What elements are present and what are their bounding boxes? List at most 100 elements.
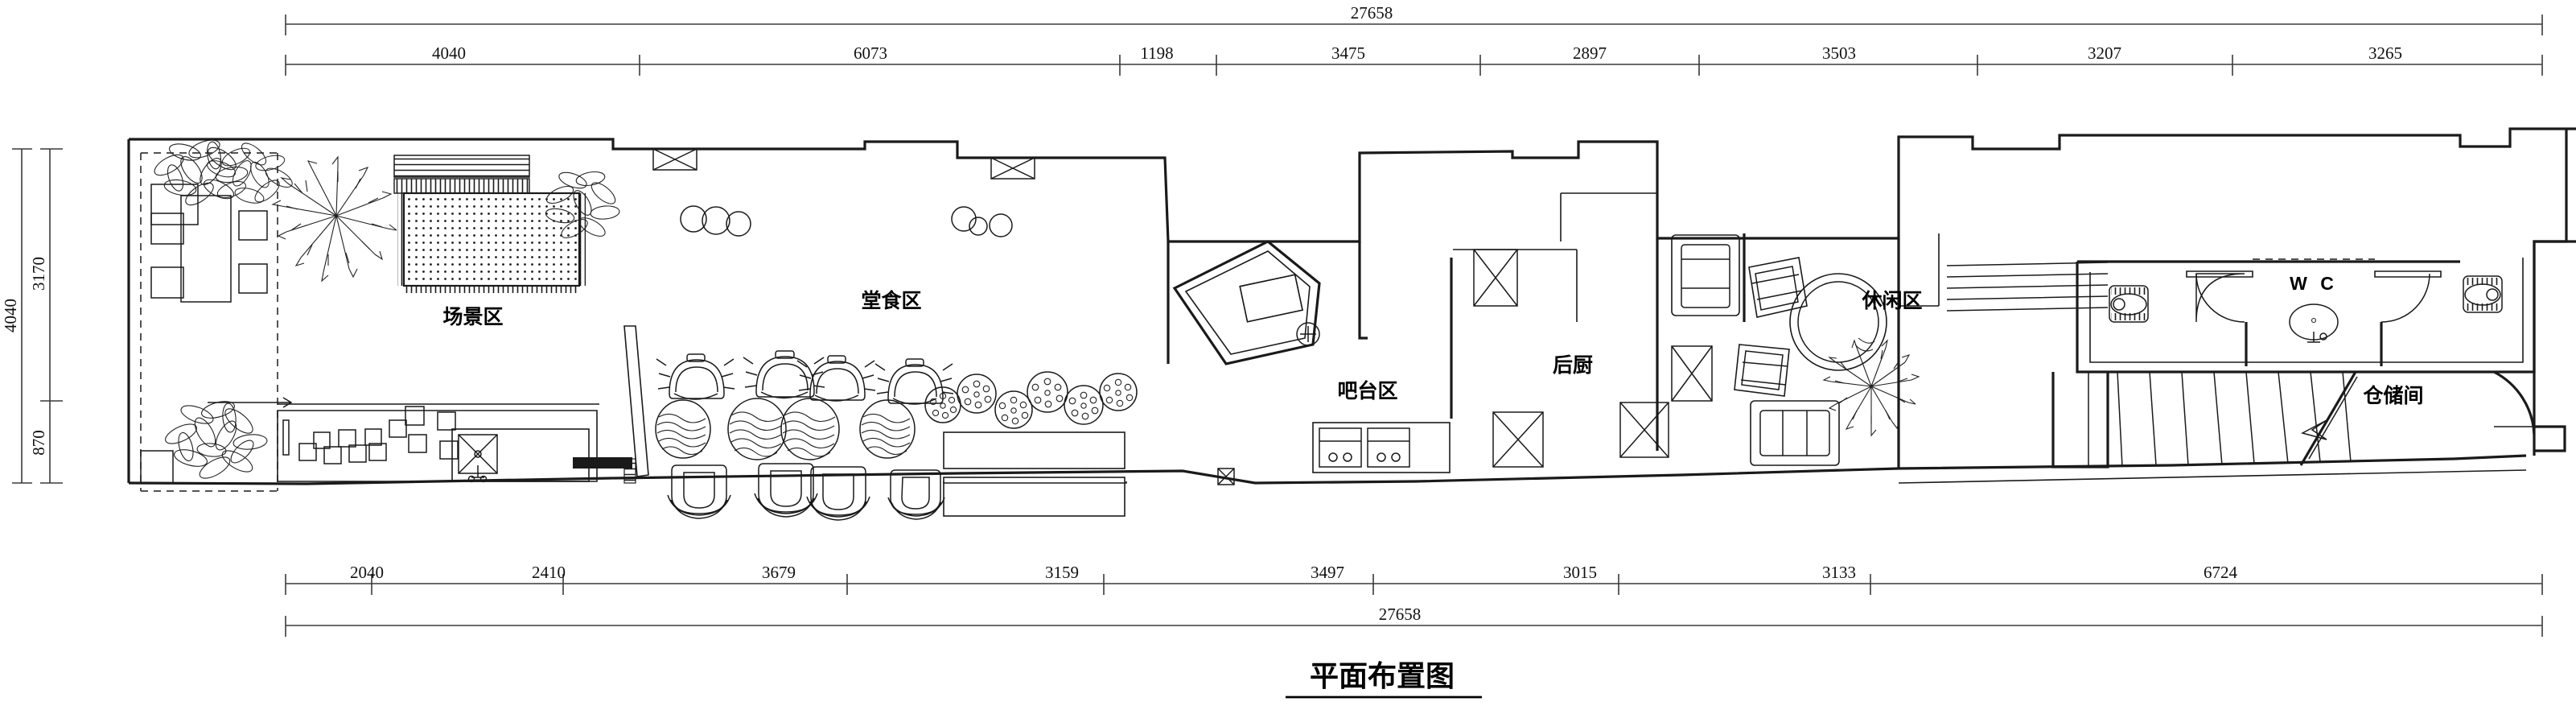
- bar-back-counter: [1312, 422, 1451, 473]
- chair-icon: [887, 469, 945, 520]
- window-icon: [990, 157, 1035, 180]
- palm-plant-icon: [271, 155, 397, 283]
- stairs-group: [2051, 371, 2358, 469]
- dimension-bottom-overall: 27658: [285, 605, 2543, 637]
- banquette-seating: [943, 431, 1127, 517]
- decor-circles-group: [680, 205, 1013, 237]
- dining-partition: [623, 325, 649, 484]
- dim-bottom-seg-3: 3679: [762, 563, 796, 582]
- patio-furniture-group: [140, 184, 268, 484]
- dining-table: [727, 398, 787, 460]
- dining-chairs-lower: [667, 463, 945, 521]
- room-label-scene: 场景区: [442, 306, 503, 328]
- bar-register-icon: [1239, 274, 1303, 323]
- chair-icon: [656, 353, 735, 400]
- door-swing-bar: [1217, 468, 1235, 485]
- scene-counter: [208, 397, 599, 482]
- armchair-icon: [1734, 344, 1790, 397]
- shrub-icon-top-left: [154, 139, 293, 206]
- lounge-group: [1671, 234, 1920, 466]
- shrub-icon-scene: [545, 171, 620, 238]
- storage-room: [2493, 370, 2536, 435]
- tile-decor-squares: [298, 406, 459, 464]
- dining-chairs-upper: [656, 350, 954, 405]
- window-icon: [652, 148, 697, 171]
- dim-top-seg-2: 6073: [854, 43, 887, 63]
- sofa-icon: [1671, 234, 1740, 316]
- rug-icon: [397, 192, 586, 293]
- dim-top-seg-1: 4040: [432, 43, 466, 63]
- corridor-band: [1946, 262, 2109, 312]
- armchair-icon: [1748, 257, 1808, 318]
- sanitary-fixture-left: [2109, 285, 2149, 323]
- lower-band-line: [1898, 469, 2527, 484]
- chair-icon: [874, 358, 954, 405]
- window-icon: [1671, 345, 1713, 402]
- window-icon: [1619, 402, 1669, 458]
- dim-bottom-overall-text: 27658: [1379, 605, 1422, 624]
- stool-icon: [994, 390, 1033, 429]
- dim-left-seg-1: 3170: [29, 257, 48, 291]
- room-label-storage: 仓储间: [2362, 384, 2423, 407]
- room-label-kitchen: 后厨: [1553, 354, 1593, 377]
- dim-bottom-seg-7: 3133: [1822, 563, 1856, 582]
- dim-top-seg-8: 3265: [2368, 43, 2402, 63]
- dim-left-seg-2: 870: [29, 430, 48, 456]
- right-edge-stub: [2566, 127, 2576, 243]
- dining-table: [655, 399, 711, 459]
- dim-top-seg-6: 3503: [1822, 43, 1856, 63]
- dim-bottom-seg-1: 2040: [350, 563, 384, 582]
- drawing-title-block: 平面布置图: [1286, 659, 1482, 699]
- sanitary-fixture-right: [2463, 275, 2503, 313]
- dim-bottom-seg-8: 6724: [2204, 563, 2238, 582]
- right-wall-notch: [2534, 425, 2566, 452]
- dining-table: [780, 398, 840, 460]
- dim-bottom-seg-6: 3015: [1563, 563, 1597, 582]
- dim-bottom-seg-4: 3159: [1045, 563, 1079, 582]
- dim-top-overall-text: 27658: [1351, 3, 1393, 23]
- bar-counter-group: [1172, 240, 1321, 365]
- planting-strip-feature: [393, 155, 530, 194]
- dim-bottom-seg-5: 3497: [1311, 563, 1344, 582]
- shrub-icon-bottom-left: [165, 401, 268, 479]
- dimension-left-overall: 4040: [1, 148, 32, 484]
- stool-icon: [1099, 373, 1138, 411]
- dim-top-seg-7: 3207: [2088, 43, 2121, 63]
- dimension-top-chain: 4040 6073 1198 3475 2897 3503 3207 3265: [285, 43, 2543, 76]
- sofa-icon: [1750, 400, 1840, 466]
- drawing-title: 平面布置图: [1310, 659, 1455, 692]
- scene-appliance-unit: [451, 428, 590, 483]
- dining-table: [859, 399, 916, 459]
- room-label-dining: 堂食区: [861, 289, 921, 312]
- window-icon: [1492, 411, 1544, 468]
- chair-icon: [667, 464, 731, 519]
- lounge-partitions: [1743, 233, 1940, 469]
- stool-icon: [957, 374, 997, 414]
- dimension-left-chain: 3170 870: [29, 148, 63, 484]
- chair-icon: [754, 463, 818, 518]
- room-label-lounge: 休闲区: [1861, 290, 1922, 312]
- stool-icon: [1064, 385, 1104, 425]
- room-label-wc: W C: [2290, 273, 2338, 294]
- wc-room: [2076, 240, 2566, 374]
- kitchen-partitions: [1167, 192, 1659, 451]
- wash-basin-icon: [2289, 303, 2339, 343]
- dimension-top-overall: 27658: [285, 3, 2543, 35]
- bar-stools-group: [924, 371, 1138, 429]
- coffee-table-icon: [1789, 273, 1887, 371]
- bar-stool-icon: [1296, 322, 1320, 346]
- dim-top-seg-4: 3475: [1331, 43, 1365, 63]
- plant-icon-lounge: [1822, 339, 1920, 437]
- dim-top-seg-5: 2897: [1573, 43, 1607, 63]
- dimension-bottom-chain: 2040 2410 3679 3159 3497 3015 3133 6724: [285, 563, 2543, 595]
- dim-left-overall-text: 4040: [1, 299, 20, 332]
- stool-icon: [1027, 371, 1068, 413]
- window-openings-top: [652, 148, 1713, 468]
- chair-icon: [743, 350, 825, 399]
- chair-icon: [806, 466, 870, 521]
- dining-tables-group: [655, 398, 916, 460]
- setback-dashed-lines: [140, 152, 278, 492]
- window-icon: [1473, 249, 1518, 307]
